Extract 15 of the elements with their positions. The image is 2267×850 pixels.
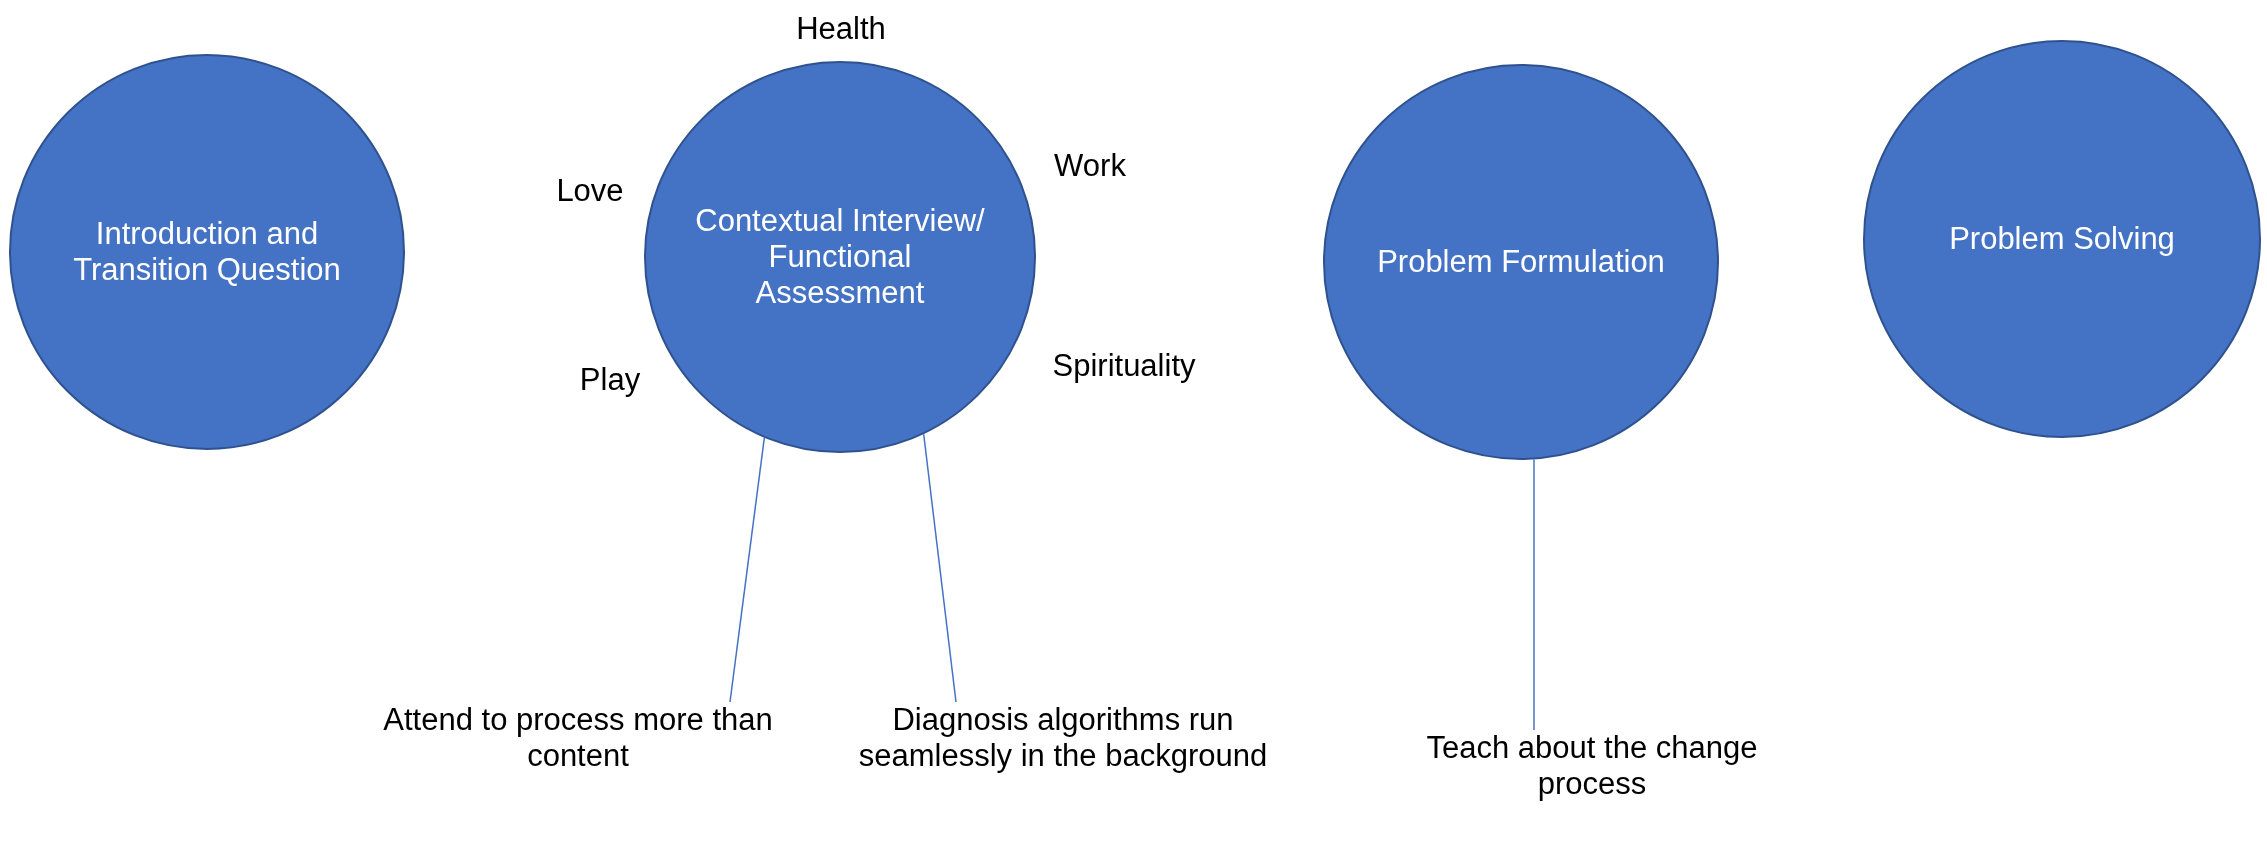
leader-line bbox=[729, 437, 766, 703]
leader-line bbox=[922, 433, 957, 703]
stage-label: Problem Solving bbox=[1948, 220, 2176, 258]
domain-label: Love bbox=[556, 173, 624, 209]
stage-label: Contextual Interview/ Functional Assessment bbox=[694, 202, 986, 312]
domain-label: Spirituality bbox=[1052, 348, 1196, 384]
leader-line bbox=[1533, 458, 1535, 731]
domain-label: Play bbox=[579, 362, 641, 398]
note-text: Diagnosis algorithms run seamlessly in the background bbox=[838, 702, 1288, 775]
note-text: Teach about the change process bbox=[1402, 730, 1782, 803]
domain-label: Health bbox=[796, 11, 886, 47]
stage-label: Problem Formulation bbox=[1376, 243, 1666, 281]
note-text: Attend to process more than content bbox=[378, 702, 778, 775]
domain-label: Work bbox=[1054, 148, 1126, 184]
stage-label: Introduction and Transition Question bbox=[72, 215, 342, 289]
